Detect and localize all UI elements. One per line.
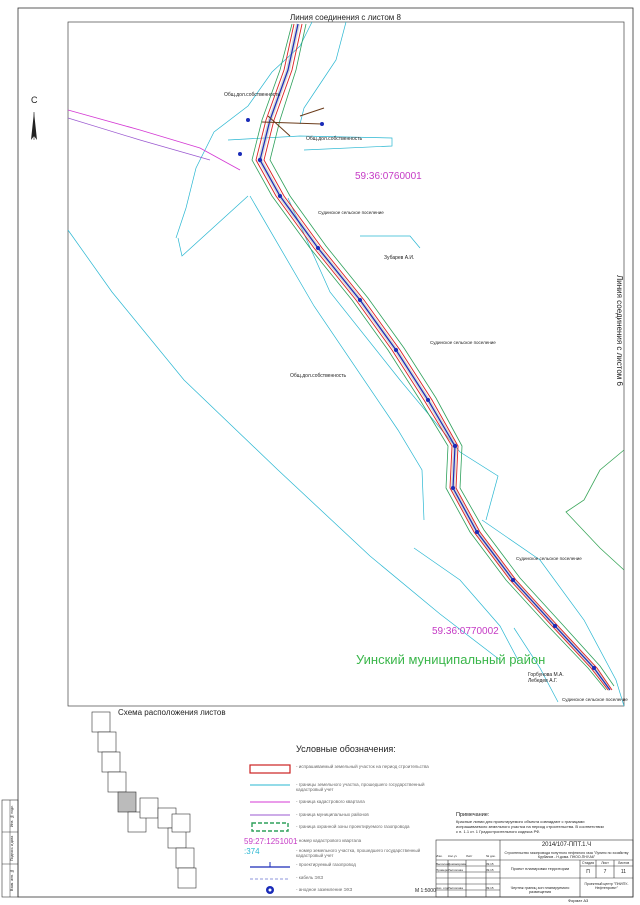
legend-sample-label: 59:27:1251001 (244, 837, 298, 846)
title-block-cell: Проверил (436, 868, 448, 872)
sheets-value: 11 (620, 869, 627, 875)
notes-title: Примечание: (456, 812, 490, 818)
district-boundary (67, 117, 211, 161)
legend-item: - анодное заземление ЭХЗ (296, 887, 353, 892)
sheet-header: Лист (601, 861, 609, 865)
legend-sample-label: :374 (244, 847, 260, 856)
side-stamp-label: Взам. инв. № (10, 869, 14, 891)
settlement-3: Судинское сельское поселение (516, 556, 582, 561)
north-label: С (31, 95, 38, 105)
north-arrow (31, 112, 37, 140)
legend-item: - испрашиваемый земельный участок на пер… (296, 764, 429, 769)
section-name: Проект планировки территории (510, 866, 570, 871)
protection-zone (251, 23, 615, 691)
link-right-label: Линия соединения с листом 6 (615, 275, 624, 386)
parcel-number-1: 59:36:0760001 (355, 171, 422, 182)
legend-item: - граница охранной зоны проектируемого г… (296, 824, 410, 829)
side-stamp-label: Подпись и дата (10, 835, 14, 861)
settlement-1: Судинское сельское поселение (318, 210, 384, 215)
gas-pipeline (259, 23, 611, 691)
owner-share-1: Общ.дол.собственность (224, 92, 281, 98)
title-block-cell: Нач. отдела (436, 886, 448, 890)
settlement-2: Судинское сельское поселение (430, 340, 496, 345)
title-block-cell: Доможирова (448, 862, 466, 866)
legend-symbols (249, 764, 291, 894)
title-block-head-cell: № док. (486, 854, 496, 858)
legend-item: - номер земельного участка, прошедшего г… (296, 848, 421, 858)
drawing-name: Чертеж границ зон планируемого размещени… (510, 886, 570, 894)
sheet-value: 7 (603, 869, 607, 875)
quarter-boundary (67, 109, 241, 171)
link-top-label: Линия соединения с листом 8 (290, 13, 401, 22)
title-block-cell: 09.15 (486, 862, 494, 866)
legend-item: - граница муниципальных районов (296, 812, 369, 817)
owner-share-3: Общ.дол.собственность (290, 373, 347, 379)
side-stamp-label: Инв. № подл. (10, 804, 14, 828)
title-block-cell: 09.15 (486, 886, 494, 890)
scale-label: М 1:5000 (415, 888, 436, 894)
title-block-head-cell: Изм. (436, 854, 443, 858)
sheet-frame (17, 7, 634, 898)
stage-header: Стадия (582, 861, 594, 865)
sheet-layout-scheme (91, 711, 197, 889)
scheme-title: Схема расположения листов (118, 708, 226, 717)
owner-names: Горбунова М.А. Лебедев А.Г. (528, 672, 564, 684)
organization: Проектный центр "ПНИПУ-Нефтепроект" (584, 882, 629, 890)
title-block-signatures: ВыполнилДоможирова09.15ПроверилРаспопова… (436, 861, 500, 891)
title-block-cell (466, 885, 486, 891)
title-block-cell: Распопова (448, 868, 463, 872)
title-block-row: ВыполнилДоможирова 09.15 (436, 861, 500, 867)
format-label: Формат А3 (568, 898, 589, 903)
title-block-cell: 09.15 (486, 868, 494, 872)
title-block-cell: Выполнил (436, 862, 448, 866)
doc-code: 2014/107-ППТ.1.Ч (541, 842, 592, 848)
project-name: Строительство газопровода попутного нефт… (504, 851, 629, 859)
legend-item: - кабель ЭХЗ (296, 875, 324, 880)
stage-value: П (586, 869, 590, 875)
title-block-head-cell: Кол.уч (448, 854, 457, 858)
title-block-header: Изм. Кол.уч Лист № док. (436, 854, 500, 858)
title-block-row: Нач. отделаРаспопова 09.15 (436, 885, 500, 891)
settlement-4: Судинское сельское поселение (562, 697, 628, 702)
legend-item: - проектируемый газопровод (296, 862, 356, 867)
sheets-header: Листов (617, 861, 630, 865)
notes-text: Красные линии для проектируемого объекта… (456, 819, 604, 834)
title-block-cell: Распопова (448, 886, 463, 890)
legend-item: - номер кадастрового квартала (296, 838, 362, 843)
district-label: Уинский муниципальный район (356, 652, 546, 667)
owner-zubarev: Зубарев А.И. (384, 255, 415, 261)
municipal-boundary-right (565, 449, 625, 571)
branch-lines (261, 107, 325, 137)
title-block-head-cell: Лист (466, 854, 473, 858)
legend-title: Условные обозначения: (296, 744, 396, 754)
owner-share-2: Общ.дол.собственность (306, 136, 363, 142)
title-block-row: ПроверилРаспопова 09.15 (436, 867, 500, 873)
title-block-grid (435, 839, 634, 898)
allotment-boundary (255, 23, 613, 691)
parcel-number-2: 59:36:0770002 (432, 626, 499, 637)
pipeline-nodes (238, 118, 596, 670)
legend-item: - граница кадастрового квартала (296, 799, 365, 804)
parcel-boundaries (67, 21, 625, 707)
map-frame (67, 21, 625, 707)
legend-item: - границы земельного участка, прошедшего… (296, 782, 425, 792)
